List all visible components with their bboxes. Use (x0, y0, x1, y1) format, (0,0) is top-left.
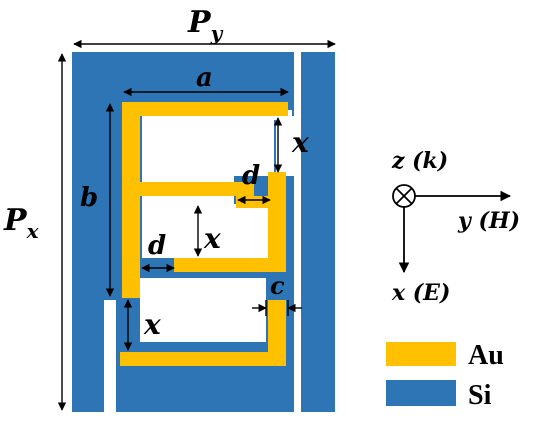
coordinate-axes: z (k) y (H) x (E) (391, 148, 520, 306)
label-d-bottom: d (148, 231, 166, 261)
slot-top-right (294, 52, 301, 90)
slot-bottom-left (104, 300, 116, 412)
si-right-block (301, 52, 335, 412)
label-a: a (196, 63, 213, 93)
legend-label-si: Si (468, 380, 492, 411)
au-left-bar (122, 102, 140, 298)
gold-resonator (120, 102, 288, 366)
slot-lower (140, 278, 266, 342)
label-x-mid: x (203, 222, 221, 255)
au-top-bar (122, 102, 288, 116)
label-x-low: x (143, 308, 161, 341)
label-px: Px (3, 203, 40, 243)
label-x-top: x (291, 126, 309, 159)
au-middle-arm (122, 182, 238, 196)
dimension-lines (57, 39, 336, 411)
label-b: b (80, 183, 98, 213)
axis-label-y: y (H) (457, 208, 520, 234)
au-right-upper-bar (268, 172, 286, 268)
au-lower-arm (174, 258, 286, 272)
axis-label-x: x (E) (391, 280, 450, 306)
label-py: Py (187, 5, 224, 45)
au-step-link (236, 196, 272, 208)
au-bottom-bar (120, 352, 286, 366)
z-cross-2 (395, 187, 413, 205)
au-right-lower-bar (268, 300, 286, 366)
label-c: c (270, 271, 285, 300)
legend-swatch-si (386, 380, 456, 406)
slot-center (142, 204, 272, 258)
legend-swatch-au (386, 342, 456, 366)
legend-label-au: Au (468, 340, 504, 371)
legend: Au Si (386, 340, 504, 411)
axis-label-z: z (k) (391, 148, 448, 174)
label-d-top: d (242, 161, 260, 191)
slot-mid (142, 120, 274, 176)
